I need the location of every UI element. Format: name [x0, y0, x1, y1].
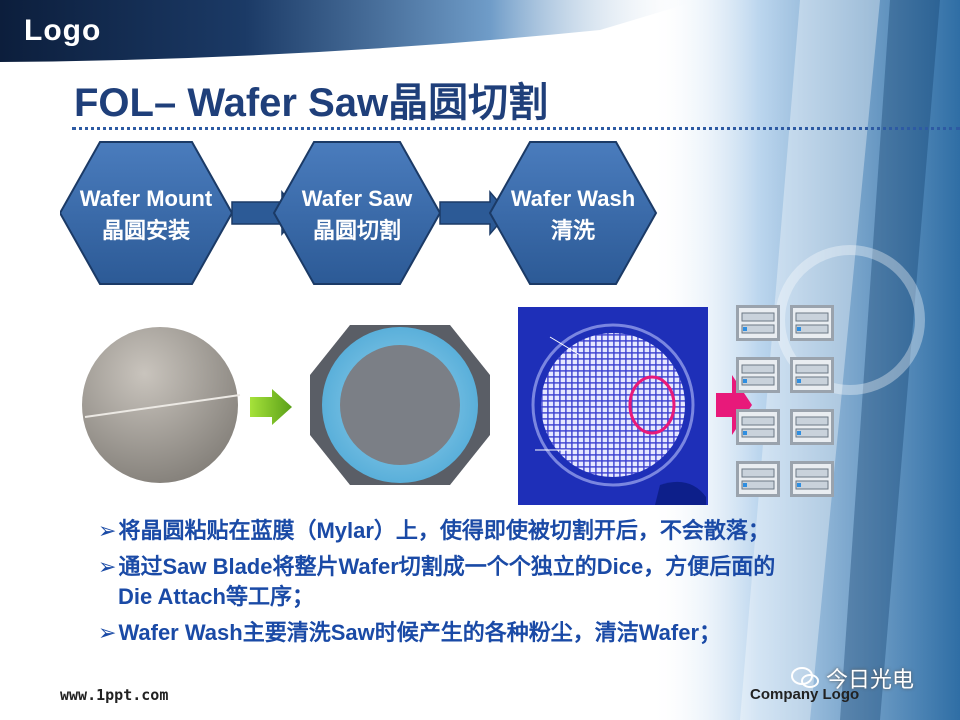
bullet-list: ➢将晶圆粘贴在蓝膜（Mylar）上，使得即使被切割开后，不会散落； ➢通过Saw…: [98, 516, 938, 654]
footer-company-logo: Company Logo: [750, 686, 860, 703]
bullet-item: ➢将晶圆粘贴在蓝膜（Mylar）上，使得即使被切割开后，不会散落；: [98, 516, 938, 546]
wechat-icon: [791, 667, 819, 688]
header-band: [0, 0, 700, 62]
flow-step-1-en: Wafer Mount: [80, 186, 213, 211]
process-flow: Wafer Mount 晶圆安装 Wafer Saw 晶圆切割 Wafer Wa…: [58, 140, 670, 286]
bullet-text: 通过Saw Blade将整片Wafer切割成一个个独立的Dice，方便后面的: [118, 554, 776, 579]
diced-wafer-image: [518, 307, 708, 505]
flow-step-3-cn: 清洗: [551, 218, 595, 244]
bullet-arrow-icon: ➢: [98, 554, 117, 579]
bullet-arrow-icon: ➢: [98, 518, 117, 543]
mounted-wafer-photo: [310, 325, 490, 485]
bullet-arrow-icon: ➢: [98, 620, 117, 645]
watermark-text: 今日光电: [826, 667, 915, 692]
process-flow-graphic: Wafer Mount 晶圆安装 Wafer Saw 晶圆切割 Wafer Wa…: [58, 141, 658, 285]
die: [790, 409, 834, 445]
bullet-text: 将晶圆粘贴在蓝膜（Mylar）上，使得即使被切割开后，不会散落；: [118, 518, 770, 543]
die: [736, 357, 780, 393]
flow-step-1: Wafer Mount 晶圆安装: [58, 141, 234, 285]
flow-step-3: Wafer Wash 清洗: [488, 141, 658, 285]
flow-step-2: Wafer Saw 晶圆切割: [272, 141, 442, 285]
raw-wafer-photo: [82, 327, 241, 483]
die: [736, 409, 780, 445]
pink-arrow-icon: [716, 375, 752, 435]
dice-grid: [736, 305, 834, 497]
bullet-item: ➢Wafer Wash主要清洗Saw时候产生的各种粉尘，清洁Wafer；: [98, 618, 938, 648]
page-title: FOL– Wafer Saw晶圆切割: [74, 81, 549, 125]
bullet-text-continued: Die Attach等工序；: [118, 584, 314, 609]
title-divider: [72, 127, 960, 130]
bullet-item: ➢通过Saw Blade将整片Wafer切割成一个个独立的Dice，方便后面的 …: [98, 552, 938, 612]
flow-step-1-cn: 晶圆安装: [102, 218, 190, 244]
die: [790, 305, 834, 341]
flow-step-2-en: Wafer Saw: [302, 186, 413, 211]
die: [790, 357, 834, 393]
die: [790, 461, 834, 497]
wafer-illustrations: [80, 305, 900, 505]
logo: Logo: [24, 14, 102, 47]
bullet-text: Wafer Wash主要清洗Saw时候产生的各种粉尘，清洁Wafer；: [118, 620, 722, 645]
watermark: 今日光电: [790, 662, 914, 694]
green-arrow-icon: [250, 389, 292, 425]
die: [736, 305, 780, 341]
flow-step-2-cn: 晶圆切割: [313, 218, 401, 244]
flow-step-3-en: Wafer Wash: [511, 186, 635, 211]
die: [736, 461, 780, 497]
footer-website: www.1ppt.com: [60, 686, 169, 704]
